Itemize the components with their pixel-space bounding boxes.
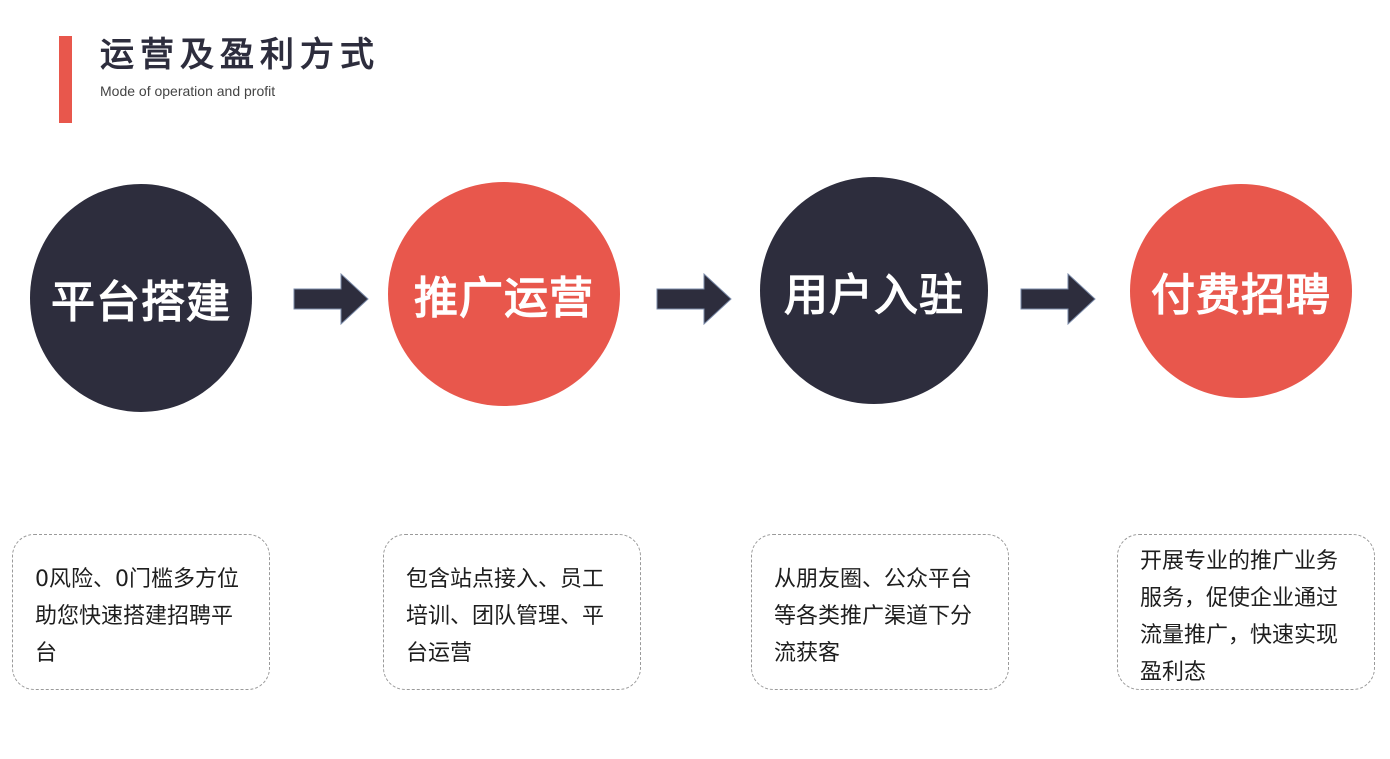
step-description: 0风险、0门槛多方位助您快速搭建招聘平台 xyxy=(35,567,239,666)
step-circle-platform-setup: 平台搭建 xyxy=(30,184,252,412)
step-description-box: 从朋友圈、公众平台等各类推广渠道下分流获客 xyxy=(751,534,1009,690)
step-description: 包含站点接入、员工培训、团队管理、平台运营 xyxy=(406,567,605,666)
step-circle-paid-recruitment: 付费招聘 xyxy=(1130,184,1352,398)
step-description-box: 开展专业的推广业务服务，促使企业通过流量推广，快速实现盈利态 xyxy=(1117,534,1375,690)
step-description: 从朋友圈、公众平台等各类推广渠道下分流获客 xyxy=(774,567,973,666)
right-arrow-icon xyxy=(1020,273,1096,325)
step-description-box: 0风险、0门槛多方位助您快速搭建招聘平台 xyxy=(12,534,270,690)
step-circle-promotion: 推广运营 xyxy=(388,182,620,406)
step-label: 平台搭建 xyxy=(51,277,231,328)
step-circle-user-onboarding: 用户入驻 xyxy=(760,177,988,404)
step-label: 推广运营 xyxy=(414,273,594,324)
title-accent-bar xyxy=(59,36,72,123)
right-arrow-icon xyxy=(656,273,732,325)
page-subtitle: Mode of operation and profit xyxy=(100,83,276,99)
right-arrow-icon xyxy=(293,273,369,325)
page-title: 运营及盈利方式 xyxy=(100,35,380,75)
step-label: 用户入驻 xyxy=(784,269,964,321)
step-label: 付费招聘 xyxy=(1151,270,1331,321)
step-description-box: 包含站点接入、员工培训、团队管理、平台运营 xyxy=(383,534,641,690)
step-description: 开展专业的推广业务服务，促使企业通过流量推广，快速实现盈利态 xyxy=(1140,549,1339,685)
